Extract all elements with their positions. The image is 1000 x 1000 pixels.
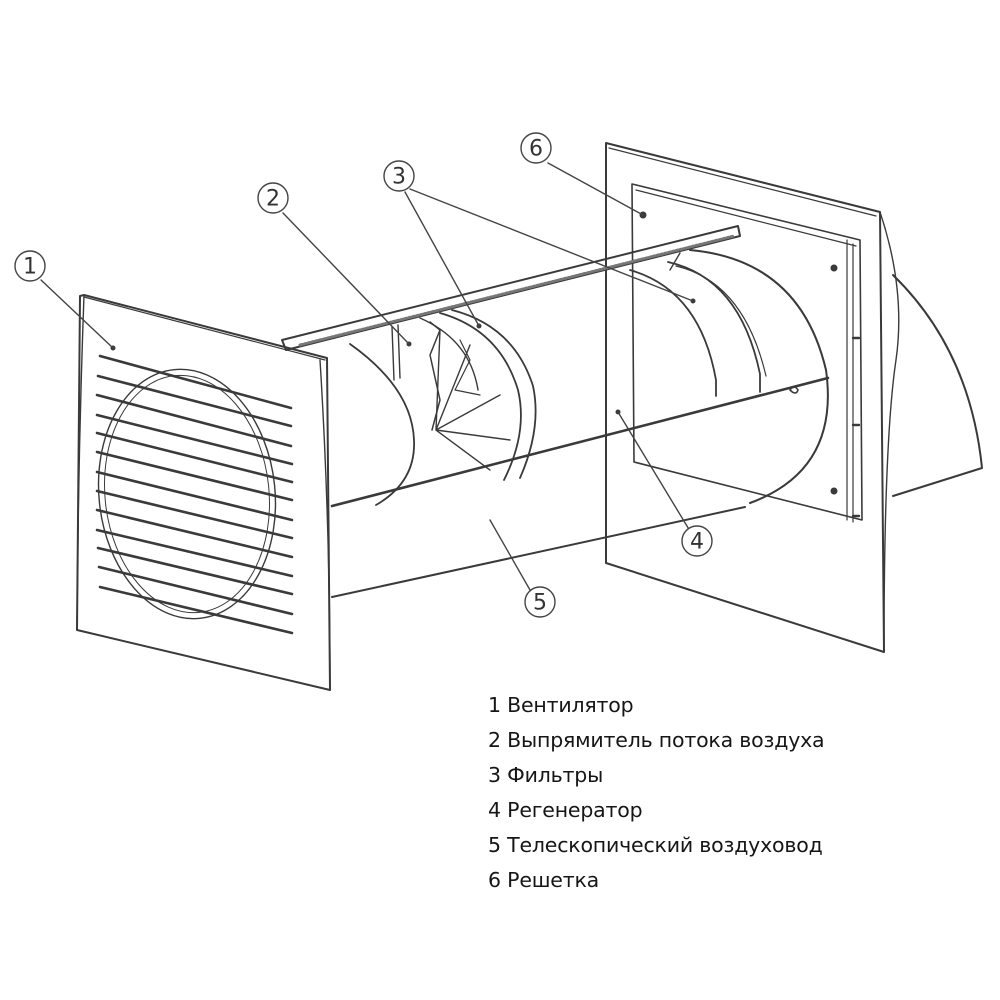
callout-circle-6 bbox=[520, 132, 552, 164]
callout-circle-4 bbox=[681, 525, 713, 557]
callout-circle-2 bbox=[257, 182, 289, 214]
callout-number-2: 2 bbox=[266, 187, 280, 212]
telescopic-duct-part-5 bbox=[281, 225, 830, 598]
callout-circle-5 bbox=[524, 586, 556, 618]
outer-grille-part-6 bbox=[605, 142, 983, 653]
legend-item-flow-straightener: 2 Выпрямитель потока воздуха bbox=[488, 728, 825, 752]
callout-number-1: 1 bbox=[23, 255, 37, 280]
front-fan-panel-part-1 bbox=[76, 294, 331, 691]
legend-item-grille: 6 Решетка bbox=[488, 868, 599, 892]
callout-number-3: 3 bbox=[392, 165, 406, 190]
callout-circle-3 bbox=[383, 160, 415, 192]
callout-circles bbox=[14, 132, 713, 618]
legend-item-filters: 3 Фильтры bbox=[488, 763, 604, 787]
callout-circle-1 bbox=[14, 250, 46, 282]
legend-item-regenerator: 4 Регенератор bbox=[488, 798, 643, 822]
regenerator-part-4 bbox=[615, 252, 799, 415]
legend-item-fan: 1 Вентилятор bbox=[488, 693, 634, 717]
legend-item-telescopic-duct: 5 Телескопический воздуховод bbox=[488, 833, 823, 857]
leader-lines bbox=[40, 162, 694, 591]
callout-number-5: 5 bbox=[533, 591, 547, 616]
callout-number-6: 6 bbox=[529, 137, 543, 162]
callout-number-4: 4 bbox=[690, 530, 704, 555]
parts-legend: 1 Вентилятор 2 Выпрямитель потока воздух… bbox=[488, 688, 825, 898]
